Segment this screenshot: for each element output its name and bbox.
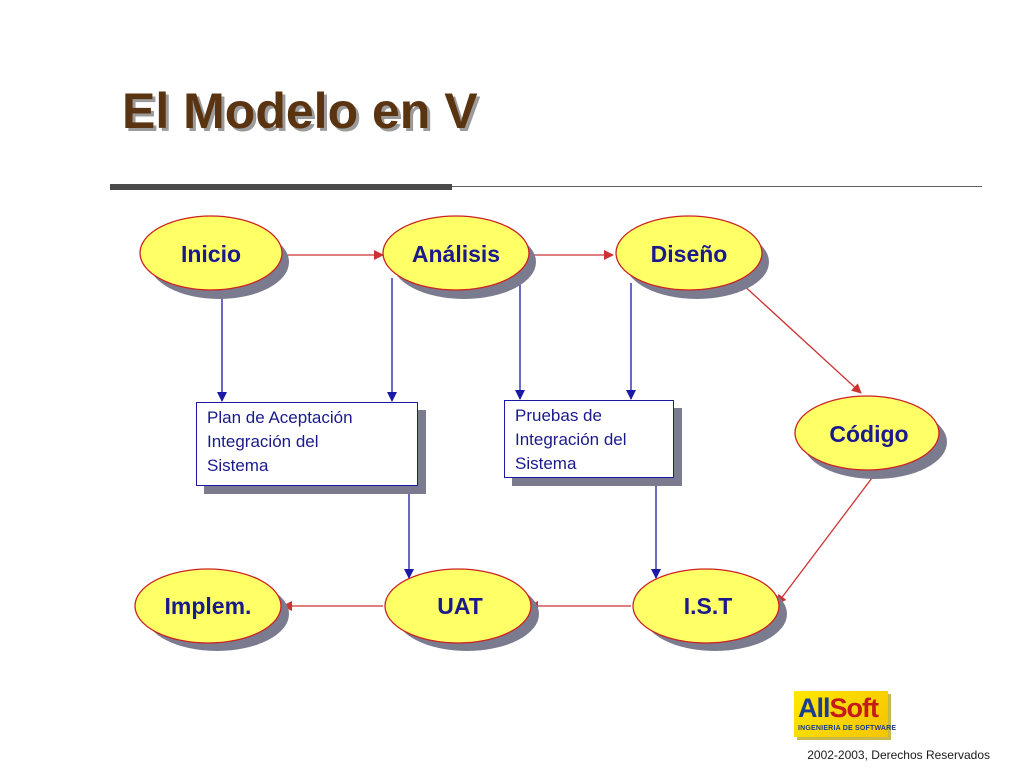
node-label-codigo: Código [829, 421, 908, 447]
node-codigo: Código [794, 395, 940, 471]
node-uat: UAT [384, 568, 532, 644]
logo-wordmark: AllSoft [798, 693, 879, 724]
node-label-implem: Implem. [165, 593, 252, 619]
arrow-codigo-ist [776, 469, 879, 605]
logo-tagline: INGENIERIA DE SOFTWARE [798, 725, 897, 732]
box-pruebas-integracion: Pruebas de Integración del Sistema [504, 400, 674, 478]
node-label-analisis: Análisis [412, 241, 500, 267]
allsoft-logo: AllSoft INGENIERIA DE SOFTWARE [794, 691, 896, 737]
logo-soft: Soft [829, 693, 879, 723]
title-underline-thin [452, 186, 982, 187]
node-label-inicio: Inicio [181, 241, 241, 267]
logo-all: All [798, 693, 831, 723]
node-label-uat: UAT [437, 593, 483, 619]
node-ist: I.S.T [632, 568, 780, 644]
arrow-diseno-codigo [739, 281, 862, 394]
node-inicio: Inicio [139, 215, 283, 291]
node-label-ist: I.S.T [684, 593, 733, 619]
title-underline-thick [110, 184, 452, 190]
node-implem: Implem. [134, 568, 282, 644]
node-label-diseno: Diseño [651, 241, 728, 267]
box-plan-aceptacion: Plan de Aceptación Integración del Siste… [196, 402, 418, 486]
node-diseno: Diseño [615, 215, 763, 291]
footer-copyright: 2002-2003, Derechos Reservados [807, 748, 990, 762]
page-title: El Modelo en V [122, 83, 478, 139]
node-analisis: Análisis [382, 215, 530, 291]
